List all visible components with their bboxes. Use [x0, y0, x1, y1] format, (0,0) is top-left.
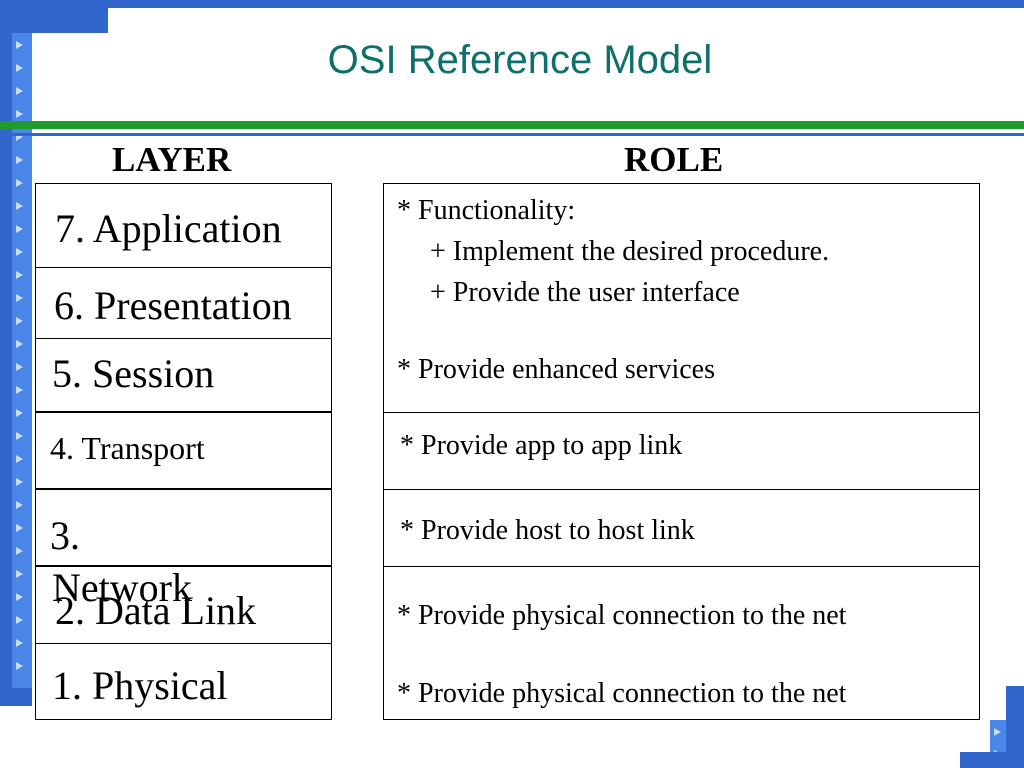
frame-bottom-left-block — [0, 688, 32, 706]
frame-arrow-icon — [16, 501, 23, 509]
frame-arrow-icon — [16, 225, 23, 233]
layer-box-transport — [35, 412, 332, 489]
frame-arrow-icon — [16, 662, 23, 670]
frame-arrow-icon — [16, 248, 23, 256]
layer-label-network-number: 3. — [50, 513, 80, 558]
frame-bottom-bar — [960, 752, 1006, 768]
frame-arrow-icon — [16, 547, 23, 555]
frame-top-right-block — [993, 0, 1024, 8]
frame-top-left-block — [0, 0, 108, 33]
frame-arrow-icon — [16, 340, 23, 348]
role-physical-connection-1: * Provide physical connection to the net — [397, 600, 847, 631]
frame-arrow-icon — [16, 639, 23, 647]
frame-arrow-icon — [16, 363, 23, 371]
slide-title: OSI Reference Model — [327, 38, 713, 82]
role-implement-procedure: + Implement the desired procedure. — [430, 236, 830, 267]
frame-arrow-icon — [16, 616, 23, 624]
layer-box-application — [35, 183, 332, 268]
title-rule-blue — [0, 133, 1024, 136]
frame-arrow-icon — [16, 386, 23, 394]
frame-arrow-icon — [16, 294, 23, 302]
frame-arrow-icon — [16, 593, 23, 601]
layer-column-header: LAYER — [112, 140, 232, 179]
frame-arrow-icon — [16, 271, 23, 279]
frame-top-bar — [108, 0, 993, 8]
layer-label-transport: 4. Transport — [50, 430, 205, 466]
layer-box-session — [35, 338, 332, 412]
role-column-header: ROLE — [624, 140, 724, 179]
frame-arrow-icon — [16, 110, 23, 118]
role-host-to-host-link: * Provide host to host link — [400, 515, 695, 546]
frame-arrow-icon — [16, 133, 23, 141]
layer-label-network-name: Network — [52, 565, 192, 610]
frame-left-arrow-strip — [12, 33, 32, 688]
role-physical-connection-2: * Provide physical connection to the net — [397, 678, 847, 709]
frame-arrow-icon — [16, 524, 23, 532]
layer-label-presentation: 6. Presentation — [54, 283, 292, 328]
frame-arrow-icon — [16, 478, 23, 486]
role-box-lower-layers — [383, 566, 980, 720]
frame-arrow-icon — [16, 156, 23, 164]
frame-arrow-icon — [994, 728, 1001, 736]
role-functionality: * Functionality: — [397, 195, 576, 226]
role-enhanced-services: * Provide enhanced services — [397, 354, 715, 385]
role-user-interface: + Provide the user interface — [430, 277, 740, 308]
layer-label-application: 7. Application — [55, 206, 282, 251]
frame-arrow-icon — [16, 87, 23, 95]
role-app-to-app-link: * Provide app to app link — [400, 430, 683, 461]
frame-arrow-icon — [16, 570, 23, 578]
frame-arrow-icon — [16, 317, 23, 325]
frame-left-stripe — [0, 33, 12, 688]
frame-arrow-icon — [16, 432, 23, 440]
layer-label-session: 5. Session — [52, 351, 215, 396]
layer-box-physical — [35, 643, 332, 720]
title-rule-green — [0, 121, 1024, 129]
role-box-network — [383, 489, 980, 567]
layer-box-presentation — [35, 267, 332, 339]
layer-box-network — [35, 489, 332, 566]
frame-arrow-icon — [16, 409, 23, 417]
frame-right-bottom-stripe — [1006, 686, 1024, 768]
frame-arrow-icon — [16, 179, 23, 187]
layer-label-physical: 1. Physical — [52, 663, 228, 708]
frame-arrow-icon — [16, 455, 23, 463]
frame-arrow-icon — [16, 202, 23, 210]
frame-arrow-icon — [16, 41, 23, 49]
layer-label-data-link: 2. Data Link — [55, 588, 257, 633]
frame-arrow-icon — [16, 64, 23, 72]
role-box-upper-layers — [383, 183, 980, 413]
